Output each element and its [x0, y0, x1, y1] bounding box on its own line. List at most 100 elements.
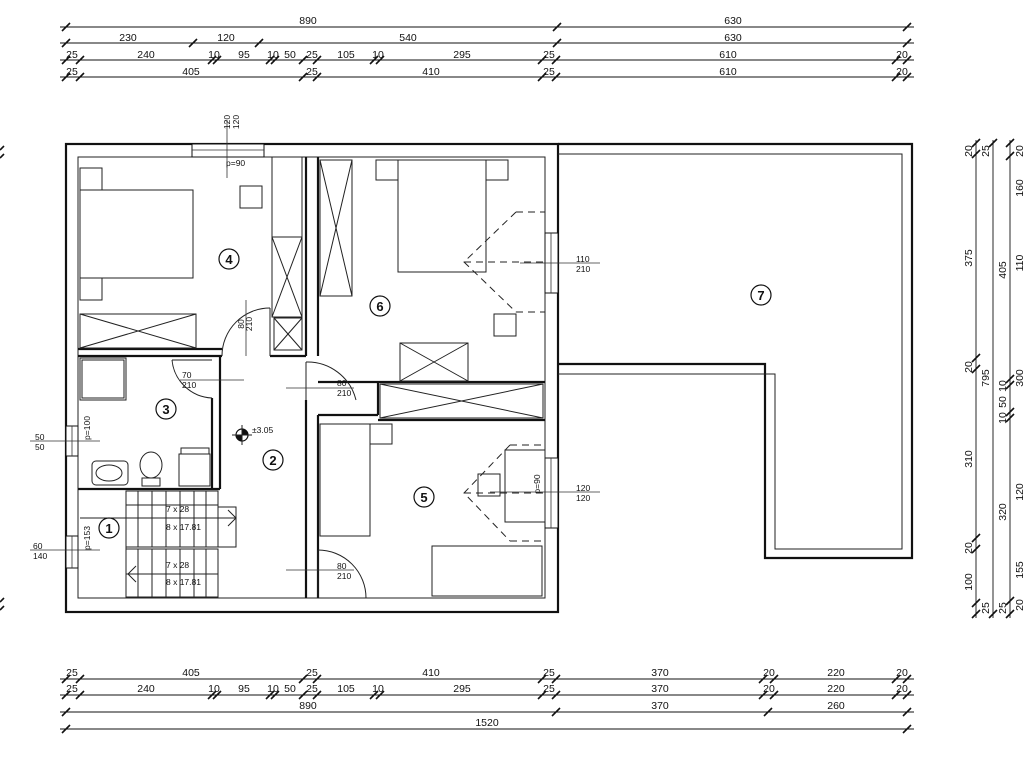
dim-bot-r2-10: 25 — [543, 683, 555, 695]
door-room4-height: 210 — [244, 317, 254, 331]
dim-right-c3-3: 50 — [997, 396, 1009, 408]
dim-top-r3-4: 10 — [267, 49, 279, 61]
dim-top-r3-3: 95 — [238, 49, 250, 61]
dim-bot-r1-4: 25 — [543, 667, 555, 679]
window-room5-width: 120 — [576, 483, 590, 493]
door-room6-height: 210 — [337, 388, 351, 398]
dim-bot-r1-3: 410 — [422, 667, 440, 679]
window-room3-height: 50 — [35, 442, 45, 452]
window-room1-height: 140 — [33, 551, 47, 561]
dim-right-c1-0: 20 — [963, 145, 975, 157]
stair-upper-steps: 7 x 28 — [166, 504, 189, 514]
dim-bot-r1-8: 20 — [896, 667, 908, 679]
edge-marks — [0, 145, 5, 611]
dim-bot-r2-6: 25 — [306, 683, 318, 695]
dim-bot-r1-7: 220 — [827, 667, 845, 679]
dim-top-r2-1: 120 — [217, 32, 235, 44]
dim-top-r1-0: 890 — [299, 15, 317, 27]
level-mark: ±3.05 — [232, 425, 273, 445]
dim-right-c1-2: 20 — [963, 361, 975, 373]
dim-top-r3-10: 25 — [543, 49, 555, 61]
dim-right-c4-6: 20 — [1014, 599, 1024, 611]
level-mark-text: ±3.05 — [252, 425, 273, 435]
room-number-5: 5 — [420, 490, 427, 505]
window-room6-height: 210 — [576, 264, 590, 274]
dim-bot-r1-0: 25 — [66, 667, 78, 679]
room-number-7: 7 — [757, 288, 764, 303]
dim-right-c4-2: 110 — [1014, 254, 1024, 271]
dim-bot-r4-0: 1520 — [475, 717, 499, 729]
dim-top-r4-4: 25 — [543, 66, 555, 78]
stair-lower-rise: 8 x 17.81 — [166, 577, 201, 587]
dim-top-r3-6: 25 — [306, 49, 318, 61]
door-room3-width: 70 — [182, 370, 192, 380]
window-room5-sill: p=90 — [532, 474, 542, 493]
dim-top-r3-0: 25 — [66, 49, 78, 61]
door-room5-width: 80 — [337, 561, 347, 571]
window-room4-width: 120 — [222, 115, 232, 129]
dim-bot-r2-3: 95 — [238, 683, 250, 695]
dim-top-r3-7: 105 — [337, 49, 355, 61]
staircase: 7 x 28 8 x 17.81 7 x 28 8 x 17.81 — [80, 490, 237, 598]
door-room5-height: 210 — [337, 571, 351, 581]
windows — [65, 120, 559, 569]
dim-top-r3-1: 240 — [137, 49, 155, 61]
dim-right-c3-5: 320 — [997, 503, 1009, 521]
dim-bot-r2-7: 105 — [337, 683, 355, 695]
room-labels: 1 2 3 4 5 6 7 — [98, 248, 772, 539]
window-room4-height: 120 — [231, 115, 241, 129]
window-room1-width: 60 — [33, 541, 43, 551]
dim-right-c3-4: 10 — [997, 412, 1009, 424]
room-number-4: 4 — [225, 252, 233, 267]
stair-upper-rise: 8 x 17.81 — [166, 522, 201, 532]
dim-bot-r1-2: 25 — [306, 667, 318, 679]
bottom-dimensions: 25 405 25 410 25 370 20 220 20 25 240 10… — [60, 667, 914, 734]
room-number-6: 6 — [376, 299, 383, 314]
dim-top-r4-3: 410 — [422, 66, 440, 78]
door-room4-width: 80 — [236, 319, 246, 329]
dim-top-r3-8: 10 — [372, 49, 384, 61]
dim-bot-r1-5: 370 — [651, 667, 669, 679]
dim-right-c1-3: 310 — [963, 450, 975, 468]
dim-bot-r2-11: 370 — [651, 683, 669, 695]
door-room3-height: 210 — [182, 380, 196, 390]
dim-bot-r1-1: 405 — [182, 667, 200, 679]
dim-bot-r2-4: 10 — [267, 683, 279, 695]
dim-top-r4-0: 25 — [66, 66, 78, 78]
dim-bot-r3-0: 890 — [299, 700, 317, 712]
dim-right-c3-0: 25 — [980, 145, 992, 157]
walls — [64, 142, 914, 614]
dim-right-c3-6: 25 — [997, 602, 1009, 614]
opening-labels: 120 120 p=90 80 210 70 210 80 210 80 210… — [30, 115, 600, 581]
dim-top-r4-5: 610 — [719, 66, 737, 78]
dim-top-r2-2: 540 — [399, 32, 417, 44]
dim-bot-r2-0: 25 — [66, 683, 78, 695]
window-room3-width: 50 — [35, 432, 45, 442]
dim-bot-r2-2: 10 — [208, 683, 220, 695]
top-dimensions: 890 630 230 120 540 630 25 240 10 95 10 … — [60, 15, 914, 82]
room-number-3: 3 — [162, 402, 169, 417]
doors — [171, 307, 367, 599]
dim-top-r3-2: 10 — [208, 49, 220, 61]
dim-right-c4-0: 20 — [1014, 145, 1024, 157]
dim-top-r3-12: 20 — [896, 49, 908, 61]
dim-top-r3-9: 295 — [453, 49, 471, 61]
room-number-1: 1 — [105, 521, 112, 536]
dim-bot-r2-14: 20 — [896, 683, 908, 695]
dim-top-r2-3: 630 — [724, 32, 742, 44]
dim-right-c1-4: 20 — [963, 542, 975, 554]
dim-top-r4-6: 20 — [896, 66, 908, 78]
dim-bot-r2-1: 240 — [137, 683, 155, 695]
dim-right-c2-0: 795 — [980, 369, 992, 387]
dim-top-r3-5: 50 — [284, 49, 296, 61]
dim-bot-r2-13: 220 — [827, 683, 845, 695]
dim-bot-r3-2: 260 — [827, 700, 845, 712]
dim-right-c1-1: 375 — [963, 249, 975, 267]
furniture — [79, 156, 546, 597]
room-number-2: 2 — [269, 453, 276, 468]
right-dimensions: 20 375 20 310 20 100 25 795 25 405 10 50… — [963, 138, 1024, 619]
window-room5-height: 120 — [576, 493, 590, 503]
dim-right-c4-3: 300 — [1014, 369, 1024, 387]
dim-right-c1-6: 25 — [980, 602, 992, 614]
